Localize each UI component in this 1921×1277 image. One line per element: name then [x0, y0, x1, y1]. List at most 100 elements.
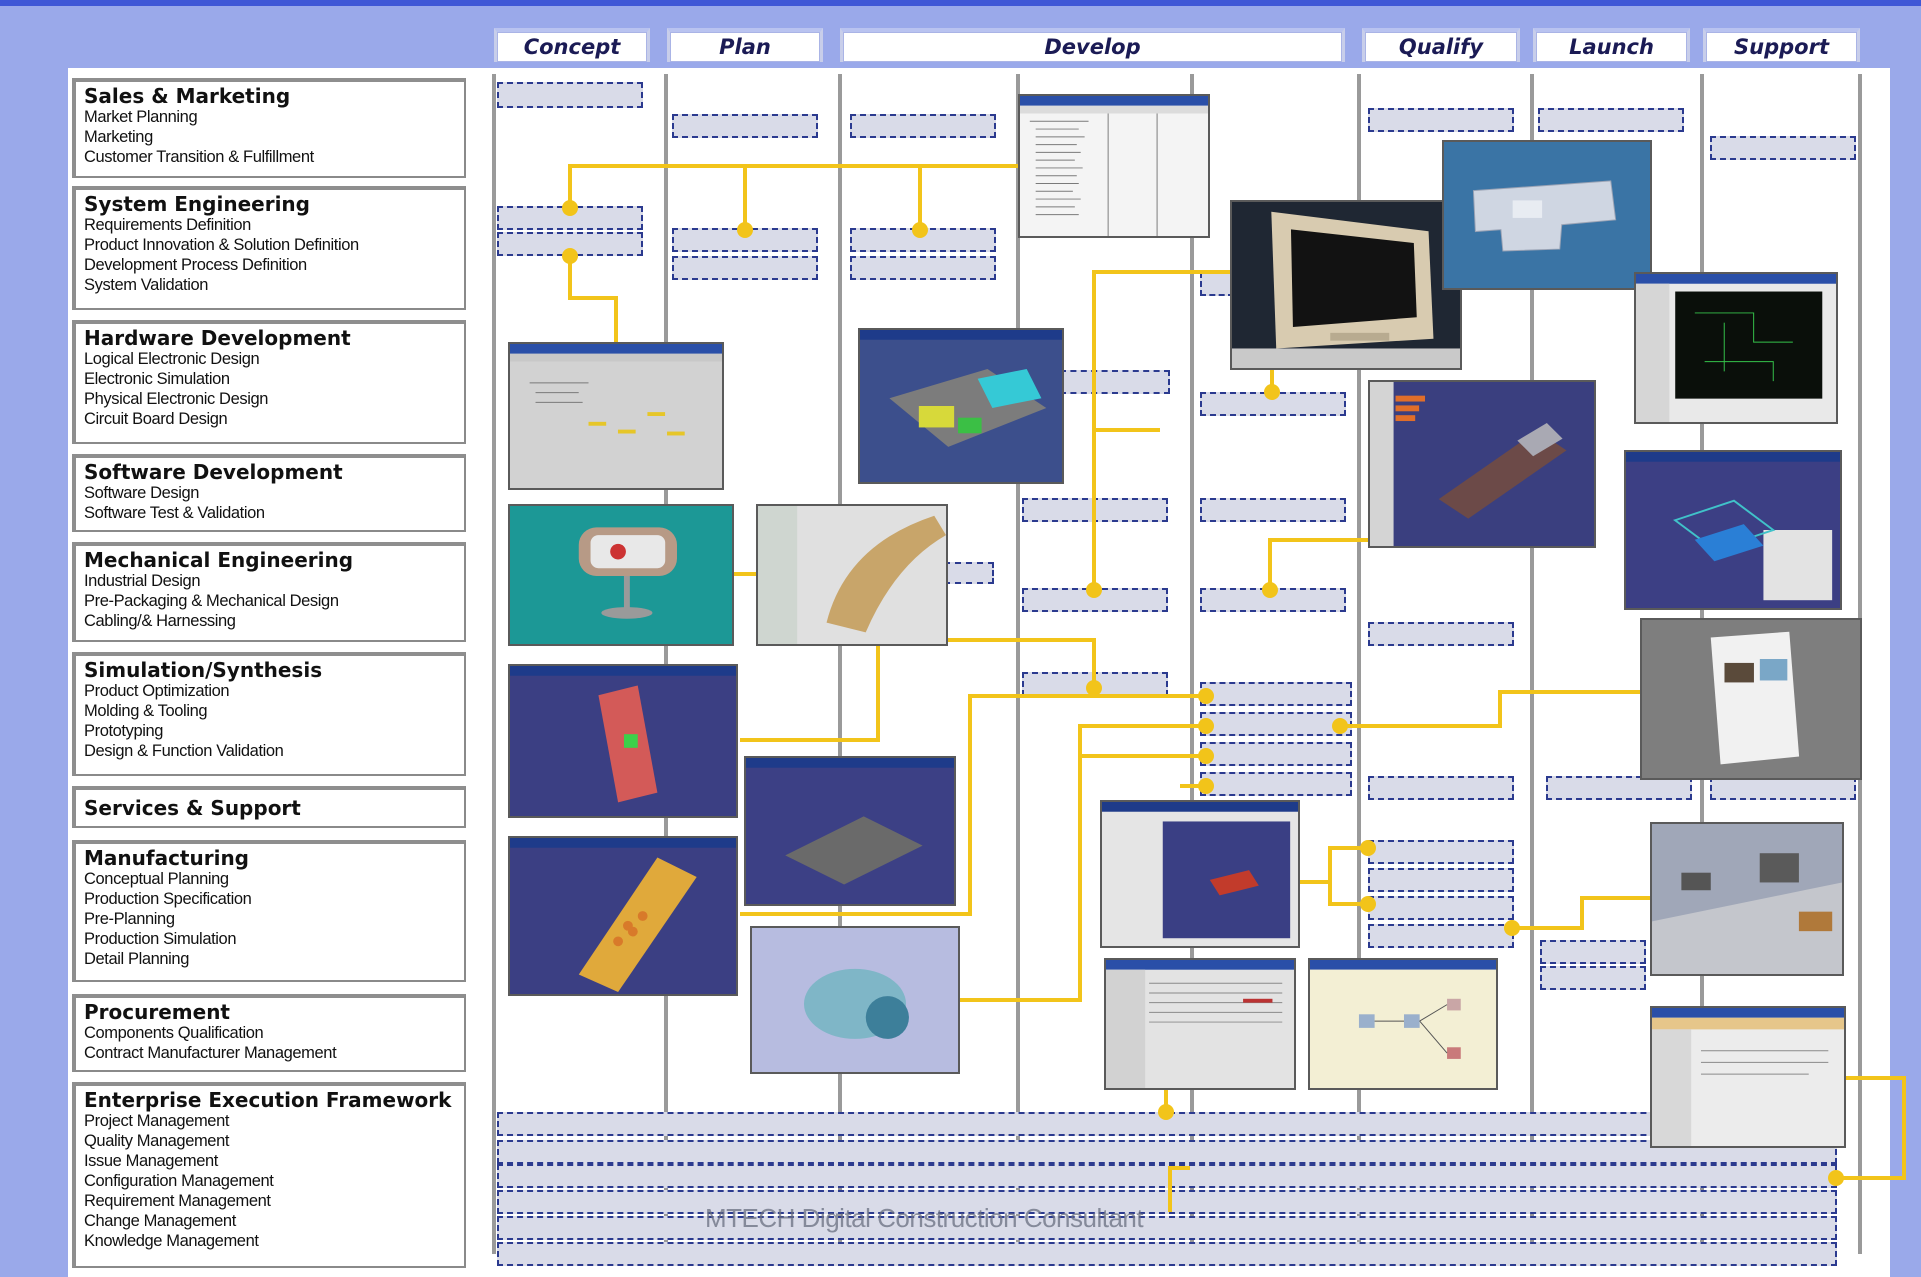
phase-header-develop: Develop — [840, 28, 1345, 62]
dept-title: Mechanical Engineering — [84, 548, 354, 572]
project-schedule-screenshot — [1104, 958, 1296, 1090]
dept-item: System Validation — [84, 276, 209, 294]
tooling-plate-screenshot — [744, 756, 956, 906]
dept-title: Hardware Development — [84, 326, 351, 350]
phone-model-screenshot — [1368, 380, 1596, 548]
dept-hardware-development: Hardware Development Logical Electronic … — [72, 320, 466, 444]
dashed-placeholder — [1022, 588, 1168, 612]
dept-item: Circuit Board Design — [84, 410, 228, 428]
brochure-photo — [1640, 618, 1862, 780]
dept-item: Product Innovation & Solution Definition — [84, 236, 359, 254]
phase-header-support: Support — [1703, 28, 1860, 62]
dashed-placeholder — [497, 82, 643, 108]
dashed-framework-bar — [497, 1164, 1837, 1188]
dashed-placeholder — [1538, 108, 1684, 132]
vacuum-render-screenshot — [750, 926, 960, 1074]
assembly-exploded-screenshot — [1624, 450, 1842, 610]
top-accent-line — [0, 0, 1921, 6]
dept-item: Production Simulation — [84, 930, 237, 948]
surface-design-screenshot — [756, 504, 948, 646]
dept-item: Configuration Management — [84, 1172, 274, 1190]
phase-header-concept: Concept — [494, 28, 650, 62]
dashed-placeholder — [1368, 776, 1514, 800]
dashed-placeholder — [1368, 896, 1514, 920]
dept-manufacturing: Manufacturing Conceptual Planning Produc… — [72, 840, 466, 982]
dept-enterprise-execution-framework: Enterprise Execution Framework Project M… — [72, 1082, 466, 1268]
dashed-placeholder — [1200, 498, 1346, 522]
dashed-framework-bar — [497, 1190, 1837, 1214]
dept-item: Customer Transition & Fulfillment — [84, 148, 314, 166]
dept-procurement: Procurement Components Qualification Con… — [72, 994, 466, 1072]
dashed-placeholder — [1368, 108, 1514, 132]
dept-item: Project Management — [84, 1112, 230, 1130]
dept-item: Prototyping — [84, 722, 164, 740]
dashed-placeholder — [1540, 966, 1646, 990]
dashed-placeholder — [1200, 772, 1352, 796]
dept-item: Components Qualification — [84, 1024, 264, 1042]
dashed-placeholder — [1200, 588, 1346, 612]
dashed-placeholder — [1200, 392, 1346, 416]
dept-item: Knowledge Management — [84, 1232, 259, 1250]
keypad-phone-screenshot — [508, 836, 738, 996]
dept-item: Quality Management — [84, 1132, 230, 1150]
dashed-placeholder — [497, 232, 643, 256]
dept-item: Requirements Definition — [84, 216, 251, 234]
dept-title: Manufacturing — [84, 846, 249, 870]
circuit-board-3d-screenshot — [858, 328, 1064, 484]
dashed-placeholder — [1368, 840, 1514, 864]
phase-divider — [1016, 74, 1020, 1254]
dept-title: Services & Support — [84, 796, 301, 820]
dept-item: Issue Management — [84, 1152, 218, 1170]
dashed-placeholder — [672, 256, 818, 280]
dept-item: Development Process Definition — [84, 256, 307, 274]
dept-item: Cabling/& Harnessing — [84, 612, 236, 630]
dept-title: Enterprise Execution Framework — [84, 1088, 452, 1112]
dept-item: Industrial Design — [84, 572, 201, 590]
dept-services-support: Services & Support — [72, 786, 466, 828]
dept-item: Design & Function Validation — [84, 742, 284, 760]
product-render-screenshot — [508, 504, 734, 646]
dept-item: Pre-Planning — [84, 910, 175, 928]
dept-item: Physical Electronic Design — [84, 390, 269, 408]
dashed-framework-bar — [497, 1216, 1837, 1240]
dashed-placeholder — [1200, 742, 1352, 766]
service-portal-screenshot — [1650, 1006, 1846, 1148]
dept-item: Molding & Tooling — [84, 702, 208, 720]
dashed-placeholder — [497, 206, 643, 230]
dept-item: Detail Planning — [84, 950, 189, 968]
dept-item: Pre-Packaging & Mechanical Design — [84, 592, 339, 610]
dept-sales-marketing: Sales & Marketing Market Planning Market… — [72, 78, 466, 178]
dept-item: Electronic Simulation — [84, 370, 230, 388]
phase-divider — [838, 74, 842, 1254]
dept-mechanical-engineering: Mechanical Engineering Industrial Design… — [72, 542, 466, 642]
dept-title: Simulation/Synthesis — [84, 658, 323, 682]
dashed-placeholder — [1710, 136, 1856, 160]
dept-title: System Engineering — [84, 192, 310, 216]
dashed-framework-bar — [497, 1242, 1837, 1266]
logical-design-screenshot — [508, 342, 724, 490]
dashed-placeholder — [672, 228, 818, 252]
dashed-placeholder — [1060, 370, 1170, 394]
dashed-placeholder — [672, 114, 818, 138]
dept-item: Change Management — [84, 1212, 236, 1230]
dept-item: Market Planning — [84, 108, 198, 126]
dept-item: Conceptual Planning — [84, 870, 229, 888]
fixture-model-screenshot — [1100, 800, 1300, 948]
dept-item: Production Specification — [84, 890, 252, 908]
dashed-placeholder — [1200, 272, 1234, 296]
dashed-framework-bar — [497, 1140, 1837, 1164]
factory-simulation-screenshot — [1650, 822, 1844, 976]
phase-divider — [1190, 74, 1194, 1254]
phase-header-qualify: Qualify — [1362, 28, 1520, 62]
dashed-placeholder — [1200, 712, 1352, 736]
dept-item: Software Test & Validation — [84, 504, 265, 522]
requirements-tree-screenshot — [1018, 94, 1210, 238]
dashed-framework-bar — [497, 1112, 1837, 1136]
dept-item: Contract Manufacturer Management — [84, 1044, 337, 1062]
dashed-placeholder — [1368, 924, 1514, 948]
dept-item: Marketing — [84, 128, 153, 146]
phase-divider — [1530, 74, 1534, 1254]
crt-monitor-screenshot — [1230, 200, 1462, 370]
phase-header-launch: Launch — [1533, 28, 1690, 62]
dashed-placeholder — [850, 228, 996, 252]
